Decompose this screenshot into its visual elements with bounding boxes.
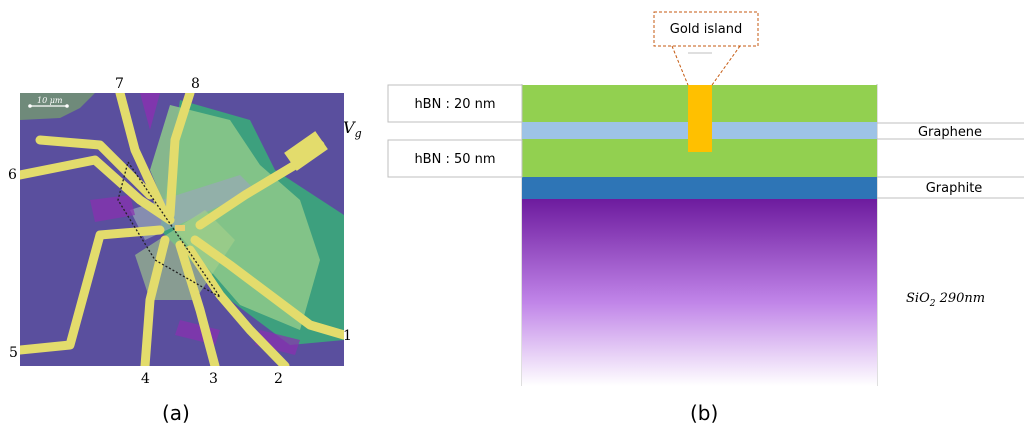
caption-b: (b) — [690, 401, 718, 425]
electrode-8 — [165, 93, 195, 220]
purple-trace-bottom-right — [255, 330, 300, 355]
electrode-6 — [20, 155, 175, 225]
graphene-label: Graphene — [918, 125, 982, 140]
hbn-flake-light — [150, 105, 320, 330]
gold-island-label: Gold island — [670, 22, 742, 37]
electrode-3 — [175, 240, 220, 366]
electrode-label-4: 4 — [141, 371, 150, 387]
electrode-label-7: 7 — [115, 76, 124, 92]
electrode-label-2: 2 — [274, 371, 283, 387]
gate-label: Vg — [343, 118, 362, 140]
sio2-label: SiO2 290nm — [906, 291, 985, 309]
stack-panel: Gold island hBN : 20 nm hBN : 50 nm Grap… — [387, 11, 1024, 425]
electrode-label-8: 8 — [191, 76, 200, 92]
sio2-substrate — [522, 199, 877, 386]
purple-trace-top — [140, 93, 160, 130]
caption-a: (a) — [162, 401, 190, 425]
electrode-label-3: 3 — [209, 371, 218, 387]
hbn-bottom-label-box — [387, 139, 523, 178]
electrode-7 — [115, 93, 170, 220]
electrode-label-5: 5 — [9, 345, 18, 361]
electrode-label-1: 1 — [343, 328, 352, 344]
electrode-label-6: 6 — [8, 167, 17, 183]
electrode-extra — [35, 135, 155, 200]
graphite-label: Graphite — [926, 181, 983, 196]
graphene-flake — [130, 175, 255, 240]
callout-line-right — [711, 45, 741, 86]
electrode-1 — [190, 235, 344, 340]
gold-island-micro — [175, 225, 185, 231]
scale-bar-end-right — [65, 104, 69, 108]
graphite-layer — [522, 177, 877, 199]
electrode-5 — [20, 225, 165, 355]
region-outline — [117, 160, 221, 298]
purple-trace-left — [90, 195, 135, 222]
gate-pad — [284, 131, 328, 171]
hbn-top-label-box — [387, 84, 523, 123]
scale-bar-end-left — [28, 104, 32, 108]
hbn-bottom-label: hBN : 50 nm — [414, 152, 495, 167]
gold-island-callout-box — [653, 11, 759, 47]
electrode-4 — [140, 235, 170, 366]
micrograph-panel: 10 μm 7 8 6 5 4 3 2 1 Vg (a) — [8, 76, 362, 425]
gold-island — [688, 85, 712, 152]
electrode-2 — [185, 245, 290, 366]
scale-bar-label: 10 μm — [37, 96, 63, 105]
hbn-top-label: hBN : 20 nm — [414, 97, 495, 112]
callout-line-left — [671, 45, 689, 86]
